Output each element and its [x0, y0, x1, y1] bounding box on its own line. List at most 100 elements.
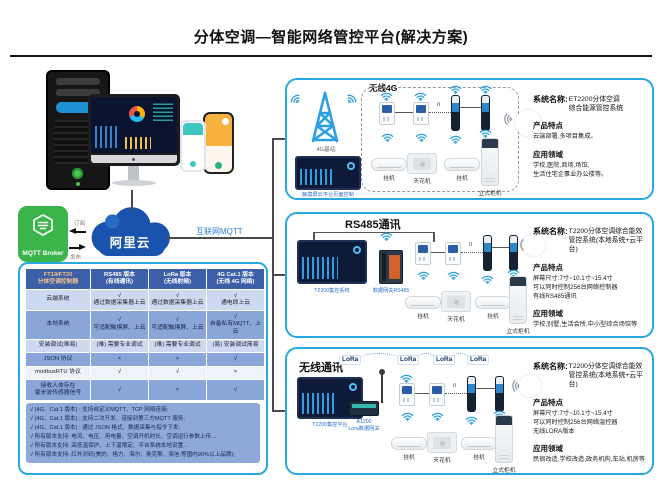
version-comparison-table: FT19/FT20 分体空调控制器 RS485 版本 (有线通讯) LoRa 版…: [18, 262, 268, 475]
signal-circle: [519, 375, 541, 397]
signal-circle: [515, 110, 541, 136]
applications-title: 应用领域: [533, 149, 563, 159]
applications-text: 学校,别墅,生活会所,中小型综合场馆等: [533, 321, 638, 329]
system-info: 系统名称: T2200分体空调综合能效 管控系统(本地系统+云平台) 产品特点 …: [533, 361, 650, 465]
network-controller-icon: [467, 376, 476, 412]
device-label: 挂机: [487, 314, 499, 320]
wifi-icon: [380, 91, 393, 101]
device-label: 立式柜机: [478, 191, 502, 197]
device-label: 立式柜机: [492, 468, 516, 474]
phone-screen: [205, 114, 232, 172]
network-controller-icon: [483, 235, 492, 271]
arrow-line: [76, 231, 86, 233]
connector-line: [273, 274, 286, 276]
network-controller-icon: [481, 95, 490, 131]
floor-ac-icon: [481, 138, 499, 186]
table-cell: √: [91, 380, 148, 401]
floor-ac-icon: [495, 415, 513, 463]
device-label: 立式柜机: [506, 329, 530, 335]
comm-label-rs485: RS485通讯: [345, 219, 401, 231]
phone-button: [190, 161, 196, 167]
table-cell: √: [91, 366, 148, 380]
device-label: 挂机: [473, 455, 485, 461]
connector-line: [273, 138, 286, 140]
device-group-outline: [361, 87, 519, 192]
table-cell: ×: [149, 380, 206, 401]
wall-ac-icon: [391, 437, 427, 450]
cloud-label: 阿里云: [109, 236, 151, 250]
wall-controller-icon: [445, 242, 461, 265]
note-line: √ 所有版本支持: 电流、电压、用电量、空调开机时长、空调运行参数上传...: [30, 434, 216, 441]
ceiling-ac-icon: [407, 153, 437, 174]
lora-link-arc: [359, 353, 399, 364]
network-controller-icon: [495, 376, 504, 412]
phone-button: [215, 162, 222, 169]
screen-caption: T2200集控平台: [312, 422, 348, 428]
arrow-right-icon: [79, 244, 86, 250]
subscribe-label: 订阅: [74, 221, 86, 227]
wifi-icon: [414, 91, 427, 101]
wifi-icon: [479, 84, 492, 94]
antenna-icon: [379, 369, 385, 403]
table-header: RS485 版本 (有线通讯): [91, 269, 148, 290]
power-button-icon: [72, 168, 83, 179]
panel-rs485: RS485通讯 T2200集控系统 数据网关RS485 n 挂机 天花机 挂机 …: [285, 212, 654, 338]
mqtt-hexagon-icon: [31, 213, 55, 237]
monitor-base: [112, 180, 156, 186]
link-dotted-line: [445, 393, 467, 394]
table-cell: √ 通过数据采集器上云: [149, 290, 206, 311]
phone-app-orange: [203, 112, 234, 174]
bar-row-icon: [125, 137, 151, 149]
link-line: [476, 388, 495, 390]
table-header: LoRa 版本 (无线射频): [149, 269, 206, 290]
stat-lines-icon: [153, 103, 173, 121]
lora-link-arc: [417, 353, 435, 364]
wall-controller-icon: [399, 383, 415, 406]
phone-header: [183, 123, 203, 135]
4g-tower-icon: [303, 90, 347, 144]
wall-ac-icon: [461, 437, 497, 450]
connector-line: [273, 410, 286, 412]
connector-line: [131, 190, 133, 212]
dashboard-screen: [91, 97, 177, 153]
row-label: 接收人体存在 毫米波传感器信号: [26, 380, 90, 401]
ceiling-ac-icon: [441, 291, 471, 312]
device-label: 挂机: [383, 176, 395, 182]
device-label: 挂机: [403, 455, 415, 461]
screen-caption: T2200集控系统: [314, 288, 350, 294]
mqtt-broker: MQTT Broker: [18, 206, 68, 262]
publish-label: 发布: [70, 255, 82, 261]
link-dotted-line: [461, 252, 483, 253]
monitor-stand: [128, 166, 139, 181]
link-line: [415, 393, 429, 395]
system-name: T2200分体空调综合能效 管控系统(本地系统+云平台): [568, 363, 643, 389]
table-cell: √ 可适配触摸屏、上云: [91, 311, 148, 339]
wifi-icon: [447, 270, 460, 280]
aliyun-cloud: 阿里云: [82, 198, 178, 266]
wifi-icon: [481, 274, 494, 284]
internet-mqtt-label: 互联网MQTT: [196, 227, 243, 236]
wifi-icon: [479, 128, 492, 138]
note-line: √ (4G、Cat.1 版本) : 支持二次开发、连接到第三方MQTT 服务;: [30, 416, 185, 423]
system-name-label: 系统名称:: [533, 227, 568, 236]
wifi-icon: [400, 373, 413, 383]
lora-chip: LoRa: [397, 355, 420, 366]
table-cell: √: [207, 353, 264, 366]
lora-link-arc: [451, 353, 469, 364]
applications-text: 学校,医院,商场,场馆, 生活住宅企事业办公楼等。: [533, 161, 608, 178]
station-label: 4G基站: [316, 147, 336, 153]
system-name: T2200分体空调综合能效 管控系统(本地系统+云平台): [568, 228, 643, 254]
table-cell: √ 通电即上云: [207, 290, 264, 311]
table-header: FT19/FT20 分体空调控制器: [26, 269, 90, 290]
wifi-icon: [431, 411, 444, 421]
link-line: [313, 232, 433, 234]
tower-slot: [56, 78, 100, 85]
wall-ac-icon: [371, 158, 407, 171]
data-gateway-icon: [379, 250, 403, 284]
wall-ac-icon: [475, 296, 511, 309]
title-divider: [10, 55, 652, 57]
table-cell: √ 可适配触摸屏、上云: [149, 311, 206, 339]
gateway-caption: 数据网关RS485: [372, 288, 410, 294]
system-name-label: 系统名称:: [533, 95, 568, 104]
wifi-icon: [449, 84, 462, 94]
